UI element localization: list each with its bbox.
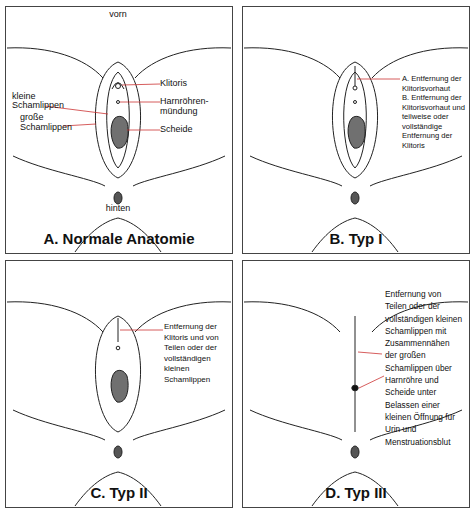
inner-labia — [107, 72, 130, 168]
panel-title: C. Typ II — [6, 484, 232, 501]
normal-anatomy — [7, 48, 231, 252]
annotation-label: kleine Schamlippen — [12, 92, 66, 110]
annotation-label: Entfernung von Teilen oder der vollständ… — [385, 288, 463, 448]
urethral-opening — [354, 101, 357, 104]
body-contour — [135, 48, 231, 78]
vaginal-opening — [111, 370, 128, 402]
excision-line — [118, 318, 119, 342]
leader-line — [358, 352, 382, 354]
panel-title: B. Typ I — [243, 230, 469, 247]
annotation-label: A. Entfernung der Klitorisvorhaut — [402, 74, 470, 93]
anus — [114, 192, 122, 204]
thigh-contour — [13, 156, 105, 186]
anus — [114, 446, 122, 458]
thigh-contour — [13, 410, 105, 440]
thigh-contour — [370, 156, 462, 186]
urethral-opening — [116, 346, 120, 350]
annotation-label: Harnröhren- mündung — [160, 96, 220, 116]
body-contour — [244, 48, 340, 78]
annotation-label: B. Entfernung der Klitorisvorhaut und te… — [402, 93, 470, 150]
excision-line — [355, 66, 356, 86]
thigh-contour — [133, 410, 225, 440]
body-contour — [7, 48, 103, 78]
thigh-contour — [250, 410, 342, 440]
urethral-opening — [117, 101, 120, 104]
annotation-label: hinten — [98, 203, 138, 214]
leader-line — [359, 376, 384, 388]
body-contour — [7, 302, 103, 332]
thigh-contour — [250, 156, 342, 186]
leader-line — [127, 130, 160, 131]
panel-title: D. Typ III — [243, 484, 469, 501]
annotation-label: Klitoris — [160, 78, 220, 89]
panel-title: A. Normale Anatomie — [6, 230, 232, 247]
clitoral-hood — [112, 83, 124, 90]
suture-line — [355, 316, 356, 432]
clitoris-remnant — [353, 86, 357, 90]
leader-line — [122, 84, 160, 85]
clitoris — [116, 84, 121, 89]
panel-box: C. Typ II — [5, 260, 233, 508]
vaginal-opening — [111, 116, 128, 148]
annotation-label: Entfernung der Klitoris und von Teilen o… — [164, 322, 232, 385]
body-contour — [372, 48, 468, 78]
anus — [351, 446, 359, 458]
leader-line — [120, 330, 163, 331]
annotation-label: große Schamlippen — [20, 112, 74, 132]
small-opening — [352, 385, 358, 391]
thigh-contour — [133, 156, 225, 186]
anus — [351, 192, 359, 204]
vaginal-opening — [348, 116, 365, 148]
annotation-label: Scheide — [160, 124, 220, 135]
type-two — [7, 302, 231, 506]
outer-labia — [95, 62, 140, 178]
annotation-label: vorn — [98, 9, 138, 20]
body-contour — [244, 302, 340, 332]
outer-labia — [95, 316, 140, 432]
leader-line — [357, 79, 400, 80]
inner-labia — [344, 72, 367, 168]
leader-line — [120, 102, 160, 103]
